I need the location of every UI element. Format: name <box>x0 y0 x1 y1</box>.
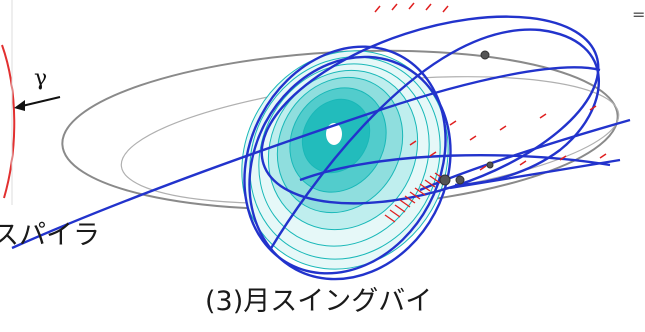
thrust-arrows <box>374 2 607 171</box>
gamma-arrow-shaft <box>21 96 61 107</box>
left-panel-label: スパイラ <box>0 220 100 251</box>
figure-caption: (3)月スイングバイ <box>205 286 433 317</box>
moon-positions <box>439 50 494 186</box>
gamma-arrow-head <box>14 100 25 111</box>
gamma-direction-label: γ <box>34 66 48 91</box>
earth-icon <box>326 123 342 145</box>
left-red-orbit <box>1 44 16 199</box>
corner-mark: = <box>632 5 645 24</box>
thrust-hatch <box>384 172 446 223</box>
